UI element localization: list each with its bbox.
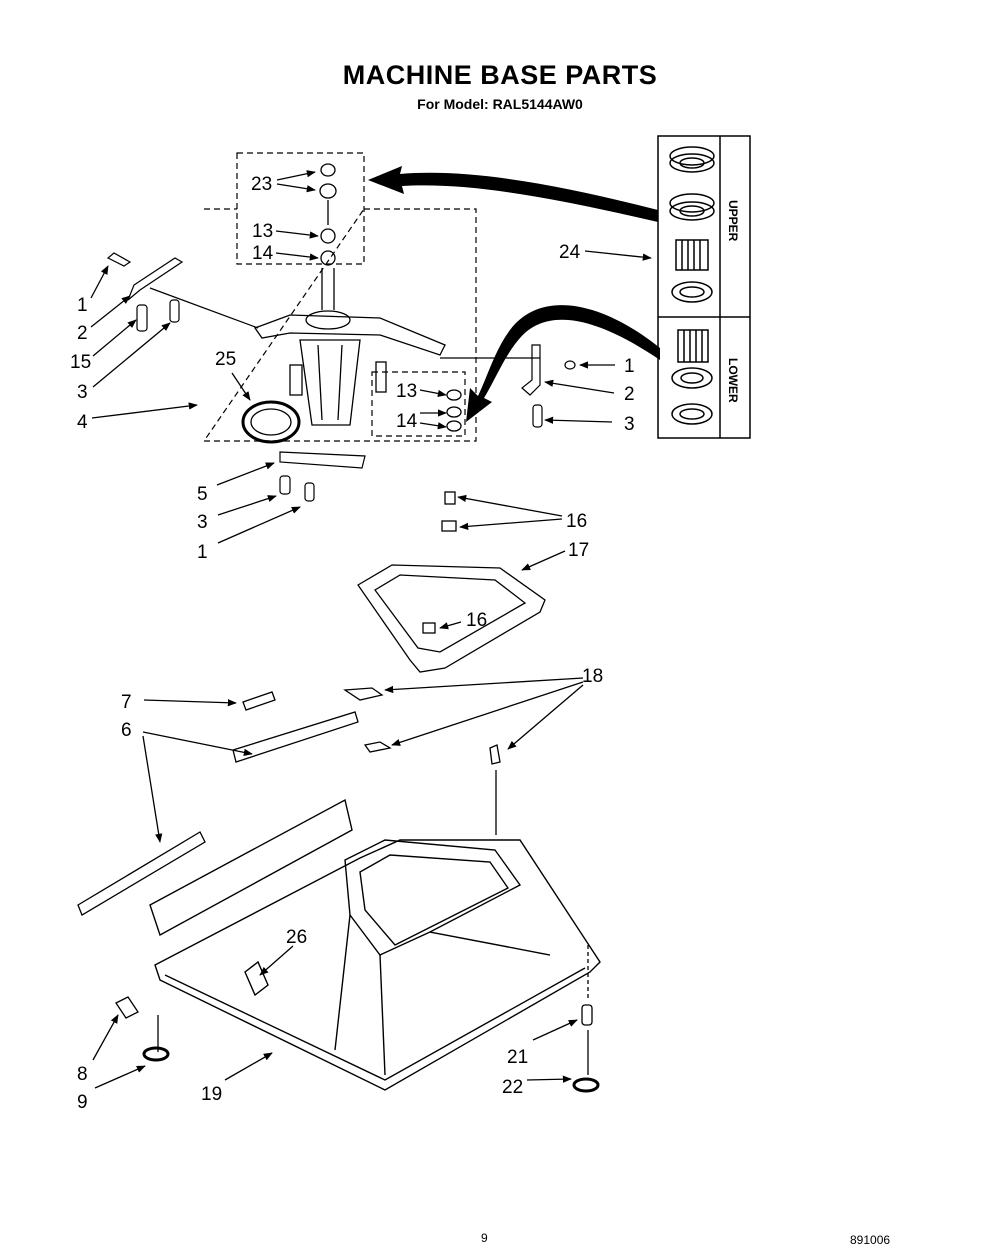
callout-2-right: 2 xyxy=(624,384,635,405)
lower-bearing-parts xyxy=(671,329,713,425)
upper-bearing-parts xyxy=(669,146,715,303)
document-code: 891006 xyxy=(850,1233,891,1247)
callout-2-left: 2 xyxy=(77,323,88,344)
callout-1-right: 1 xyxy=(624,356,635,377)
callout-3-left: 3 xyxy=(77,382,88,403)
lower-label: LOWER xyxy=(726,358,740,403)
hardware-below xyxy=(279,451,366,502)
transmission-box xyxy=(202,208,477,442)
callout-labels: 23 13 14 24 1 2 15 3 4 25 1 2 3 13 14 5 … xyxy=(70,174,635,1113)
bearing-detail-box xyxy=(371,371,466,437)
callout-1-left: 1 xyxy=(77,295,88,316)
callout-18: 18 xyxy=(582,666,603,687)
callout-5: 5 xyxy=(197,484,208,505)
callout-17: 17 xyxy=(568,540,589,561)
callout-26: 26 xyxy=(286,927,307,948)
callout-14-top: 14 xyxy=(252,243,274,264)
hardware-right xyxy=(440,344,576,428)
callout-24: 24 xyxy=(559,242,581,263)
callout-21: 21 xyxy=(507,1047,528,1068)
machine-base-19 xyxy=(149,798,601,1091)
callout-16-lower: 16 xyxy=(466,610,487,631)
page-title: MACHINE BASE PARTS xyxy=(342,60,658,90)
callout-19: 19 xyxy=(201,1084,222,1105)
model-subtitle: For Model: RAL5144AW0 xyxy=(417,96,583,112)
callout-13-top: 13 xyxy=(252,221,273,242)
transmission-assembly xyxy=(241,163,462,444)
callout-8: 8 xyxy=(77,1064,88,1085)
callout-25: 25 xyxy=(215,349,236,370)
callout-3-right: 3 xyxy=(624,414,635,435)
callout-22: 22 xyxy=(502,1077,523,1098)
callout-9: 9 xyxy=(77,1092,88,1113)
frame-part-17 xyxy=(357,491,546,673)
hardware-upper-left xyxy=(106,252,259,332)
leader-arrows xyxy=(90,170,652,1089)
rails-and-brackets xyxy=(77,687,501,916)
callout-16-upper: 16 xyxy=(566,511,587,532)
upper-curved-arrow xyxy=(368,166,658,222)
dashed-boxes xyxy=(202,152,477,442)
callout-23: 23 xyxy=(251,174,272,195)
leveling-feet xyxy=(115,770,600,1093)
lower-curved-arrow xyxy=(466,305,660,422)
upper-label: UPPER xyxy=(726,200,740,242)
callout-6: 6 xyxy=(121,720,132,741)
curved-arrows xyxy=(368,166,660,422)
callout-7: 7 xyxy=(121,692,132,713)
callout-14-box: 14 xyxy=(396,411,418,432)
callout-3-lower: 3 xyxy=(197,512,208,533)
page-number: 9 xyxy=(481,1231,488,1245)
callout-1-lower: 1 xyxy=(197,542,208,563)
callout-13-box: 13 xyxy=(396,381,417,402)
callout-4: 4 xyxy=(77,412,88,433)
callout-15: 15 xyxy=(70,352,91,373)
bearing-inset xyxy=(657,135,751,439)
